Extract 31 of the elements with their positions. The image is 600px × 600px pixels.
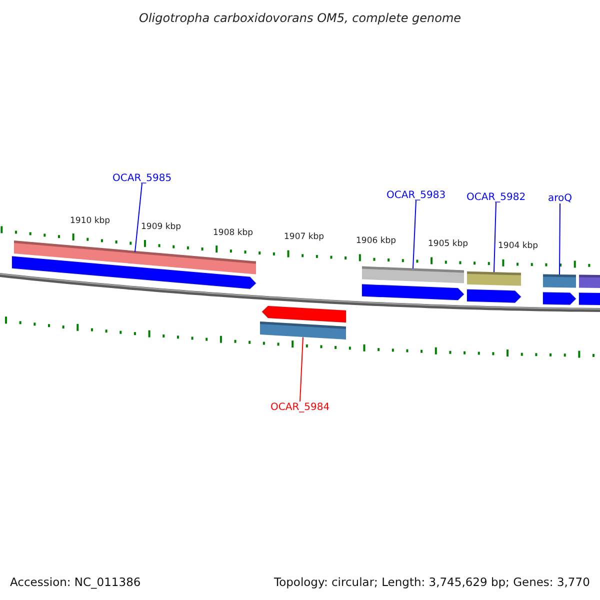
cds-feature [261, 305, 346, 324]
scale-label: 1910 kbp [70, 216, 110, 226]
gene-feature-bar [260, 322, 346, 340]
scale-label: 1905 kbp [428, 238, 468, 249]
gene-feature-bar [543, 274, 576, 288]
gene-label: OCAR_5982 [466, 192, 526, 202]
cds-feature [542, 292, 577, 306]
gene-label: OCAR_5984 [270, 402, 330, 412]
footer-text: Accession: NC_011386 [10, 575, 141, 589]
scale-label: 1904 kbp [498, 240, 538, 251]
leader-line [134, 183, 142, 253]
scale-label: 1908 kbp [213, 228, 254, 238]
gene-label: OCAR_5985 [112, 172, 172, 184]
leader-line [494, 202, 496, 273]
cds-feature [12, 256, 257, 290]
scale-label: 1907 kbp [284, 232, 324, 242]
leader-line [300, 336, 304, 402]
scale-label: 1909 kbp [141, 222, 182, 232]
gene-feature-bar [14, 240, 256, 274]
gene-label: aroQ [548, 192, 572, 204]
gene-feature-bar [362, 266, 464, 284]
gene-label: OCAR_5983 [386, 190, 446, 200]
gene-feature-bar [467, 271, 521, 286]
cds-feature [466, 288, 522, 304]
gene-feature-bar [579, 274, 600, 288]
leader-line [559, 203, 560, 276]
scale-label: 1906 kbp [356, 236, 396, 246]
chart-title: Oligotropha carboxidovorans OM5, complete genome [139, 11, 462, 25]
cds-feature [578, 292, 600, 306]
footer-text: Topology: circular; Length: 3,745,629 bp; Genes: 3,770 [274, 575, 590, 589]
leader-line [412, 200, 416, 270]
